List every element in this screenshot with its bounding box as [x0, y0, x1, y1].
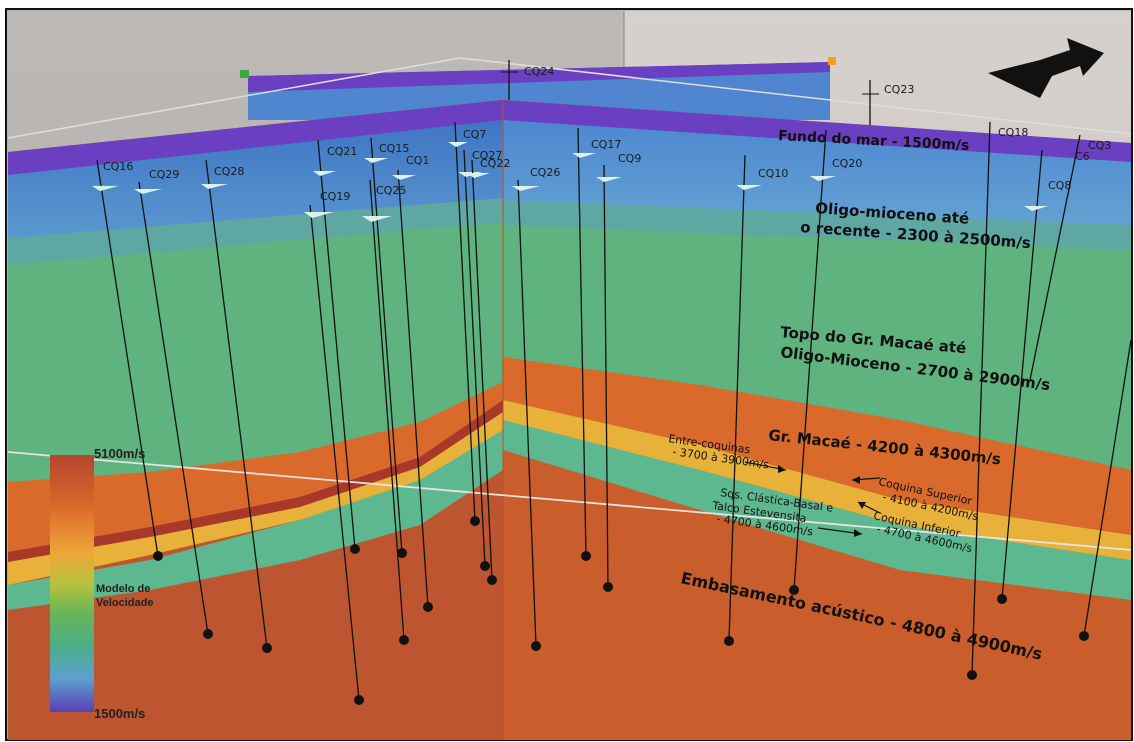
well-label: CQ27: [472, 149, 502, 162]
well-cq19[interactable]: CQ19: [304, 190, 364, 705]
well-label: CQ26: [530, 166, 560, 179]
well-cq8[interactable]: CQ8: [997, 149, 1071, 604]
well-cq15[interactable]: CQ15: [364, 137, 409, 558]
grid-line-diagonal: [7, 451, 1132, 551]
well-cq1[interactable]: CQ1: [392, 154, 433, 612]
well-right-edge[interactable]: [1079, 339, 1132, 641]
wells-layer: CQ16 CQ29 CQ28 CQ21 CQ19: [91, 60, 1132, 705]
well-cq28[interactable]: CQ28: [201, 159, 272, 653]
right-section-face: [503, 100, 1131, 740]
well-label: CQ19: [320, 190, 350, 203]
well-label: CQ18: [998, 126, 1028, 139]
well-label: CQ24: [524, 65, 554, 78]
well-label: CQ15: [379, 142, 409, 155]
well-cq10[interactable]: CQ10: [724, 154, 788, 646]
scale-min-label: 1500m/s: [94, 706, 145, 721]
well-label: CQ10: [758, 167, 788, 180]
well-label: C6: [1075, 150, 1090, 163]
back-panel-seafloor: [248, 62, 830, 92]
well-cq9[interactable]: CQ9: [596, 152, 641, 592]
corner-marker-green: [240, 70, 249, 78]
well-cq21[interactable]: CQ21: [313, 139, 360, 554]
scale-max-label: 5100m/s: [94, 446, 145, 461]
scale-title-line-2: Velocidade: [96, 597, 153, 609]
well-label: CQ7: [463, 128, 486, 141]
well-cq7[interactable]: CQ7: [448, 121, 486, 526]
well-label: CQ9: [618, 152, 641, 165]
well-cq3[interactable]: CQ3 C6: [1029, 134, 1111, 381]
corner-marker-orange: [828, 57, 836, 65]
north-arrow-icon: [988, 38, 1104, 98]
well-label: CQ16: [103, 160, 133, 173]
well-label: CQ8: [1048, 179, 1071, 192]
well-label: CQ23: [884, 83, 914, 96]
well-cq17[interactable]: CQ17: [572, 127, 621, 561]
grid-line-top-2: [459, 57, 1132, 135]
well-cq27[interactable]: CQ27: [458, 149, 502, 571]
grid-line-top: [7, 57, 461, 139]
scale-title-line-1: Modelo de: [96, 583, 150, 595]
well-cq22[interactable]: CQ22: [466, 157, 510, 585]
well-label: CQ3: [1088, 139, 1111, 152]
well-cq23[interactable]: CQ23: [862, 80, 914, 125]
well-cq26[interactable]: CQ26: [512, 166, 560, 651]
well-label: CQ17: [591, 138, 621, 151]
well-cq20[interactable]: CQ20: [789, 129, 862, 595]
well-cq29[interactable]: CQ29: [134, 168, 213, 639]
well-cq16[interactable]: CQ16: [91, 159, 163, 561]
well-label: CQ22: [480, 157, 510, 170]
color-scale-bar: [50, 455, 94, 712]
well-label: CQ1: [406, 154, 429, 167]
well-cq18[interactable]: CQ18: [967, 121, 1028, 680]
well-label: CQ21: [327, 145, 357, 158]
well-label: CQ20: [832, 157, 862, 170]
well-cq24[interactable]: CQ24: [501, 60, 554, 100]
well-label: CQ29: [149, 168, 179, 181]
well-label: CQ25: [376, 184, 406, 197]
well-label: CQ28: [214, 165, 244, 178]
velocity-color-scale: 5100m/s 1500m/s Modelo de Velocidade: [50, 446, 153, 721]
